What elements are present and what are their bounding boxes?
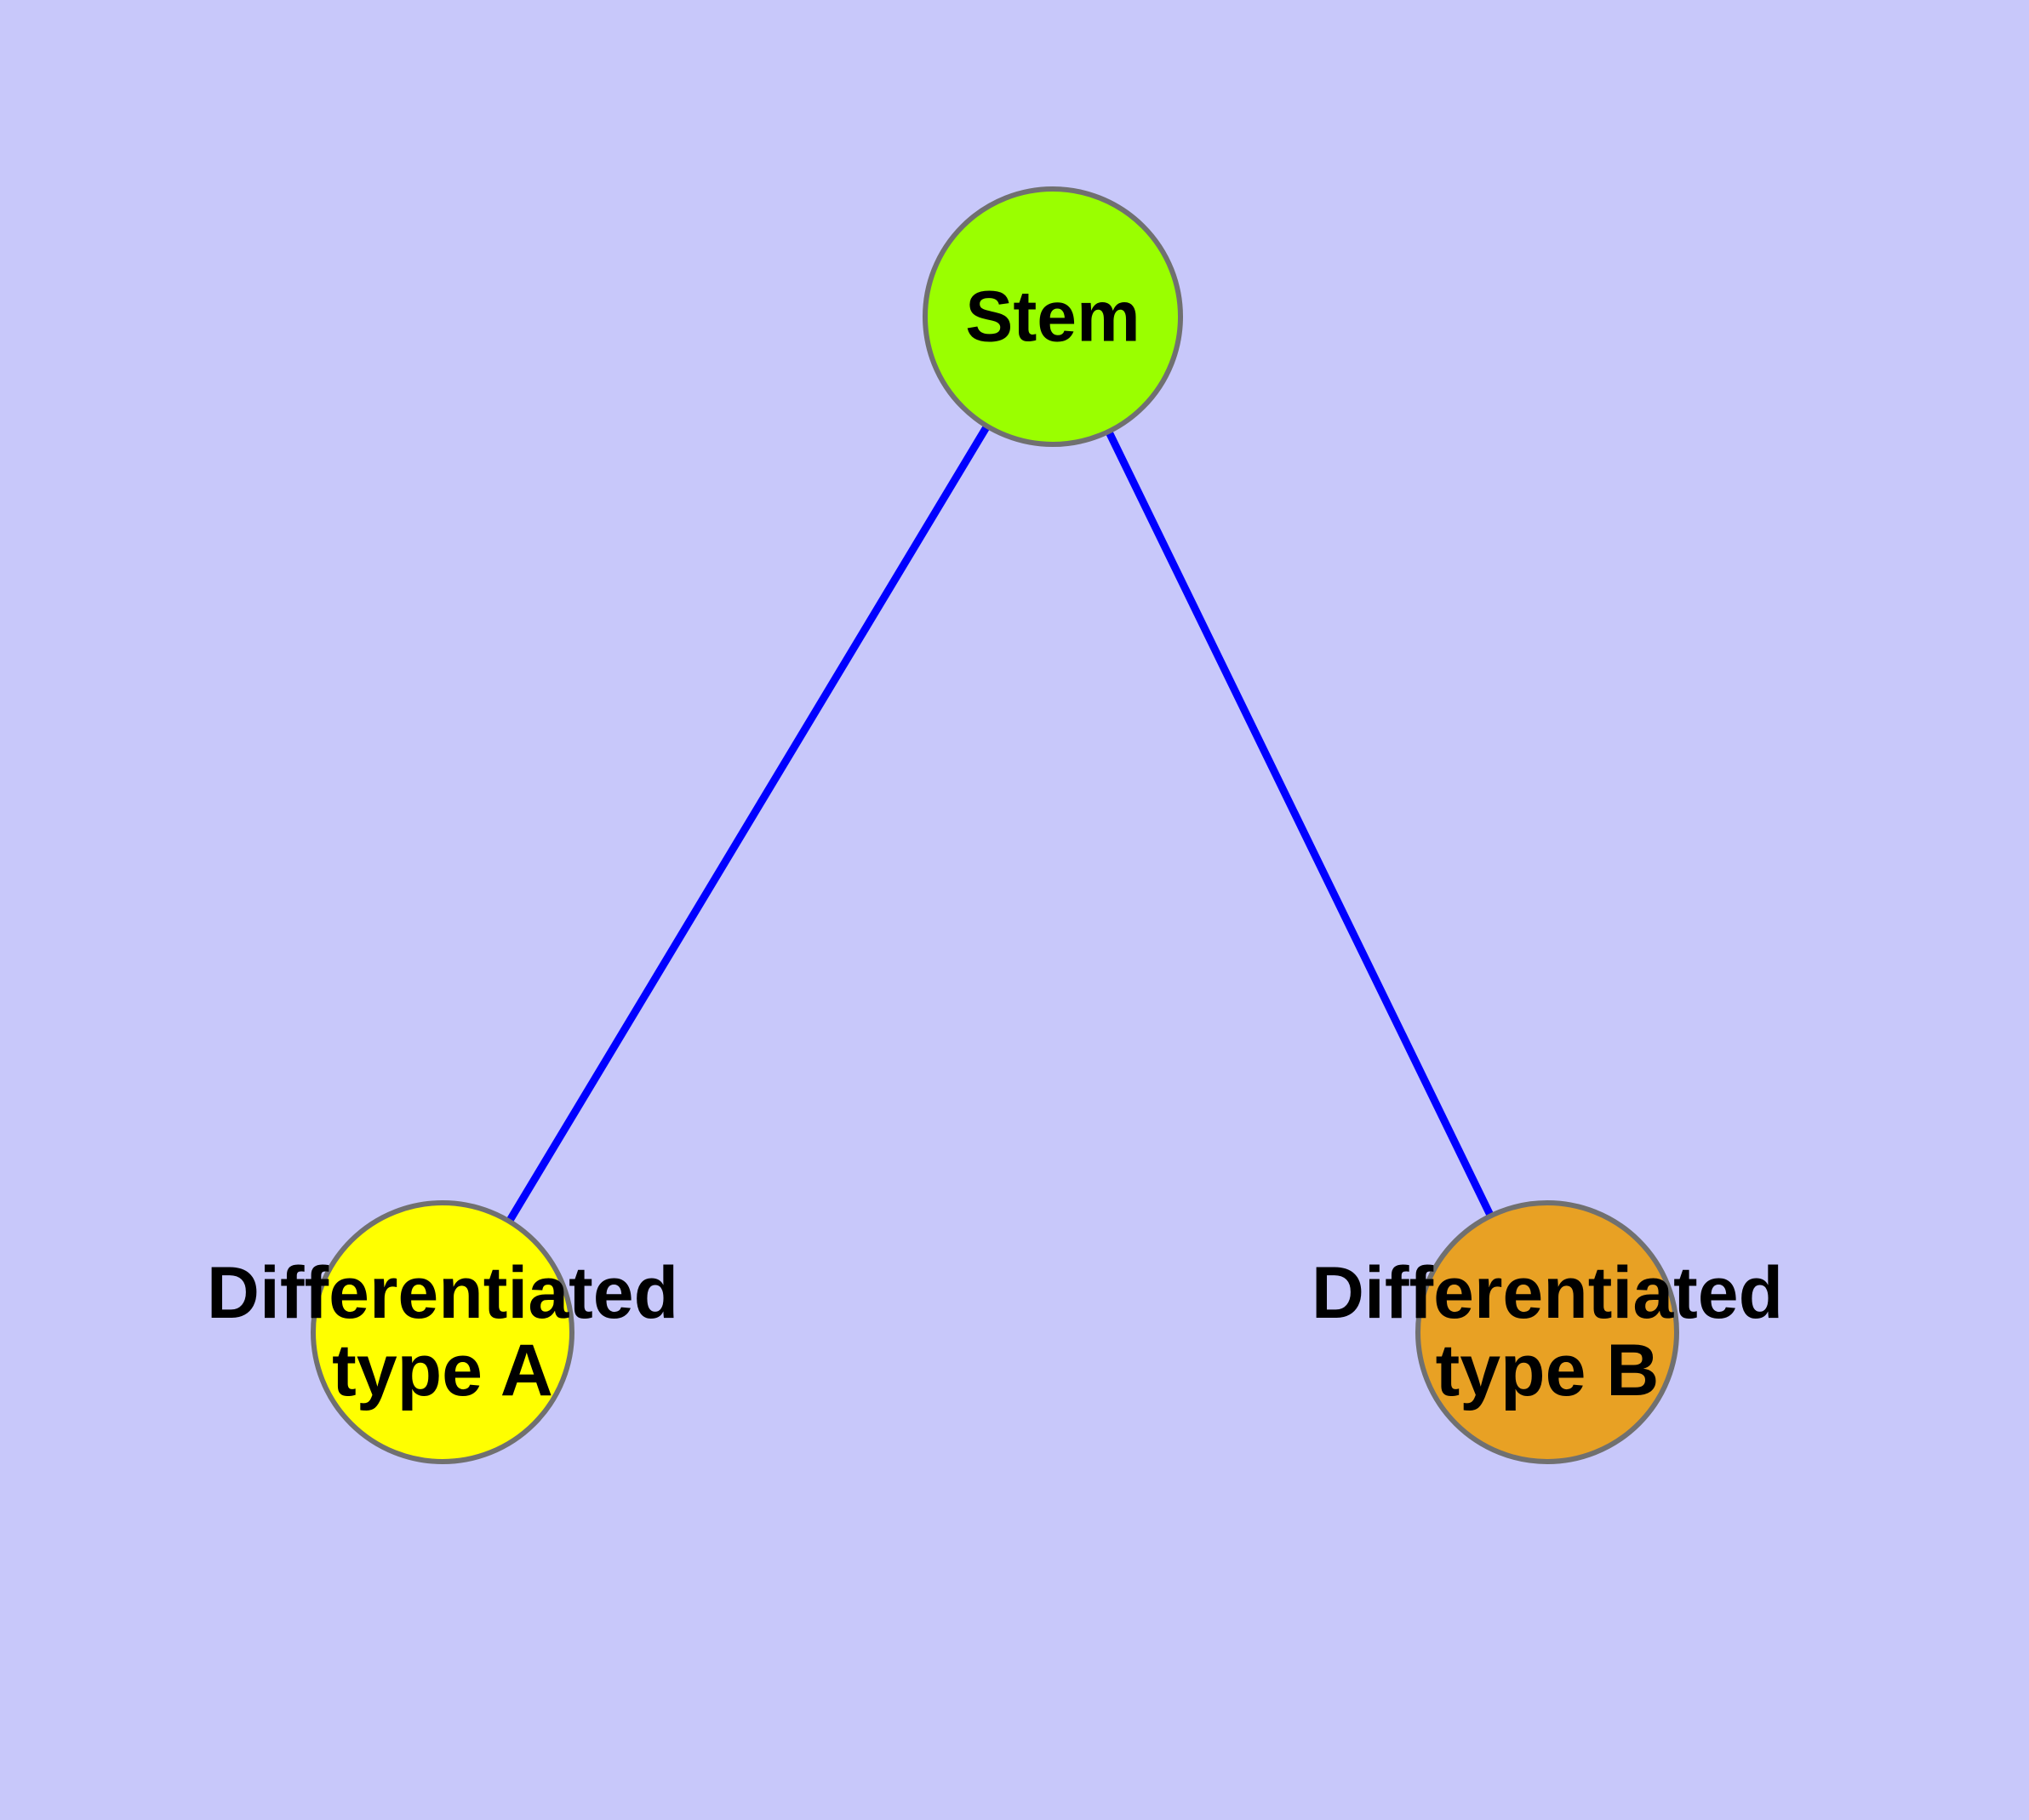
graph-node-diff_b[interactable]	[1415, 1200, 1679, 1464]
graph-node-diff_a[interactable]	[311, 1200, 574, 1464]
graph-edge-stem-to-b[interactable]	[1103, 426, 1496, 1221]
node-layer	[311, 186, 1679, 1464]
edge-layer	[504, 421, 1496, 1227]
graph-node-stem[interactable]	[923, 186, 1183, 447]
graph-edge-stem-to-a[interactable]	[504, 421, 992, 1227]
